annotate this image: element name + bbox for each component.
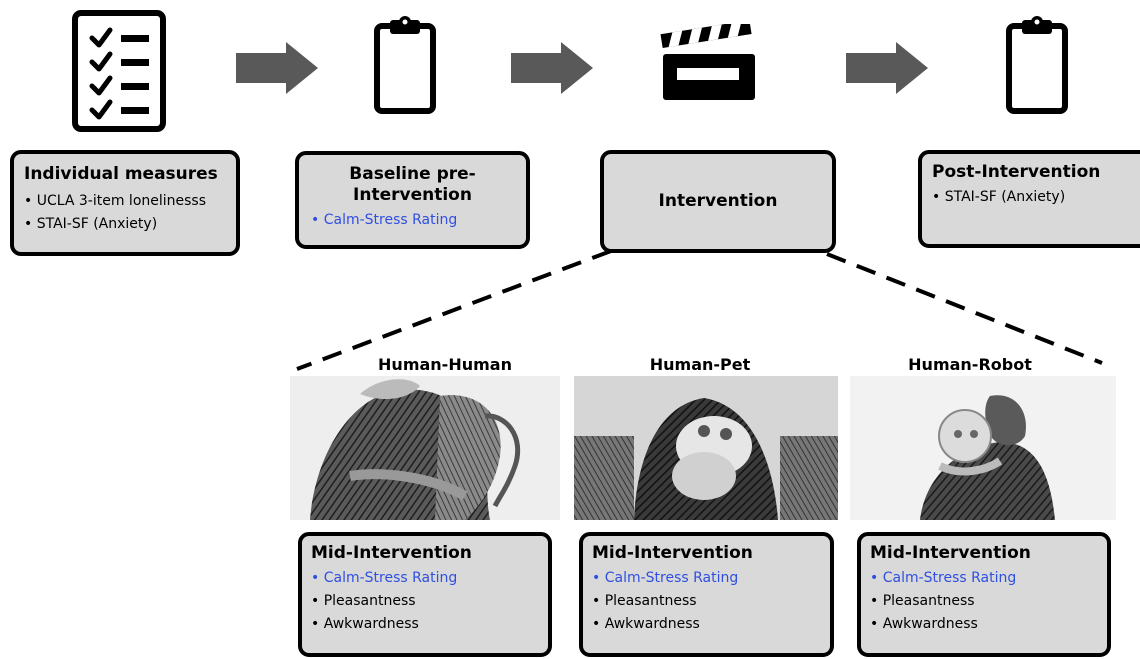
mid-item-awkwardness: Awkwardness [592, 613, 821, 636]
mid-intervention-title: Mid-Intervention [592, 543, 753, 563]
intervention-title: Intervention [658, 191, 778, 211]
individual-measures-title: Individual measures [24, 164, 218, 184]
mid-intervention-box-human-human: Mid-Intervention Calm-Stress Rating Plea… [298, 532, 552, 657]
mid-item-calm-stress: Calm-Stress Rating [311, 567, 539, 590]
checklist-icon [72, 10, 166, 132]
clipboard-icon [374, 16, 436, 114]
condition-label-human-human: Human-Human [378, 355, 512, 374]
mid-item-calm-stress: Calm-Stress Rating [870, 567, 1098, 590]
baseline-box: Baseline pre- Intervention Calm-Stress R… [295, 151, 530, 249]
clipboard-icon [1006, 16, 1068, 114]
baseline-item-calm-stress: Calm-Stress Rating [311, 209, 514, 232]
mid-item-awkwardness: Awkwardness [311, 613, 539, 636]
mid-item-calm-stress: Calm-Stress Rating [592, 567, 821, 590]
human-human-hug-image [290, 376, 560, 520]
baseline-title-line1: Baseline pre- [349, 164, 476, 184]
individual-item-anxiety: STAI-SF (Anxiety) [24, 213, 226, 236]
flow-arrow-3 [846, 42, 928, 98]
mid-item-pleasantness: Pleasantness [870, 590, 1098, 613]
mid-item-awkwardness: Awkwardness [870, 613, 1098, 636]
mid-intervention-box-human-pet: Mid-Intervention Calm-Stress Rating Plea… [579, 532, 834, 657]
mid-intervention-title: Mid-Intervention [311, 543, 472, 563]
intervention-box: Intervention [600, 150, 836, 253]
human-robot-image [850, 376, 1116, 520]
flow-arrow-1 [236, 42, 318, 98]
mid-intervention-box-human-robot: Mid-Intervention Calm-Stress Rating Plea… [857, 532, 1111, 657]
condition-label-human-pet: Human-Pet [649, 355, 751, 374]
human-pet-cat-image [574, 376, 838, 520]
condition-label-human-robot: Human-Robot [908, 355, 1032, 374]
post-item-anxiety: STAI-SF (Anxiety) [932, 186, 1140, 209]
mid-item-pleasantness: Pleasantness [592, 590, 821, 613]
clapperboard-icon [660, 24, 755, 100]
individual-measures-box: Individual measures UCLA 3-item loneline… [10, 150, 240, 256]
baseline-title-line2: Intervention [353, 185, 472, 205]
post-intervention-title: Post-Intervention [932, 162, 1101, 182]
individual-item-loneliness: UCLA 3-item lonelinesss [24, 190, 226, 213]
post-intervention-box: Post-Intervention STAI-SF (Anxiety) [918, 150, 1140, 248]
flow-arrow-2 [511, 42, 593, 98]
mid-item-pleasantness: Pleasantness [311, 590, 539, 613]
mid-intervention-title: Mid-Intervention [870, 543, 1031, 563]
